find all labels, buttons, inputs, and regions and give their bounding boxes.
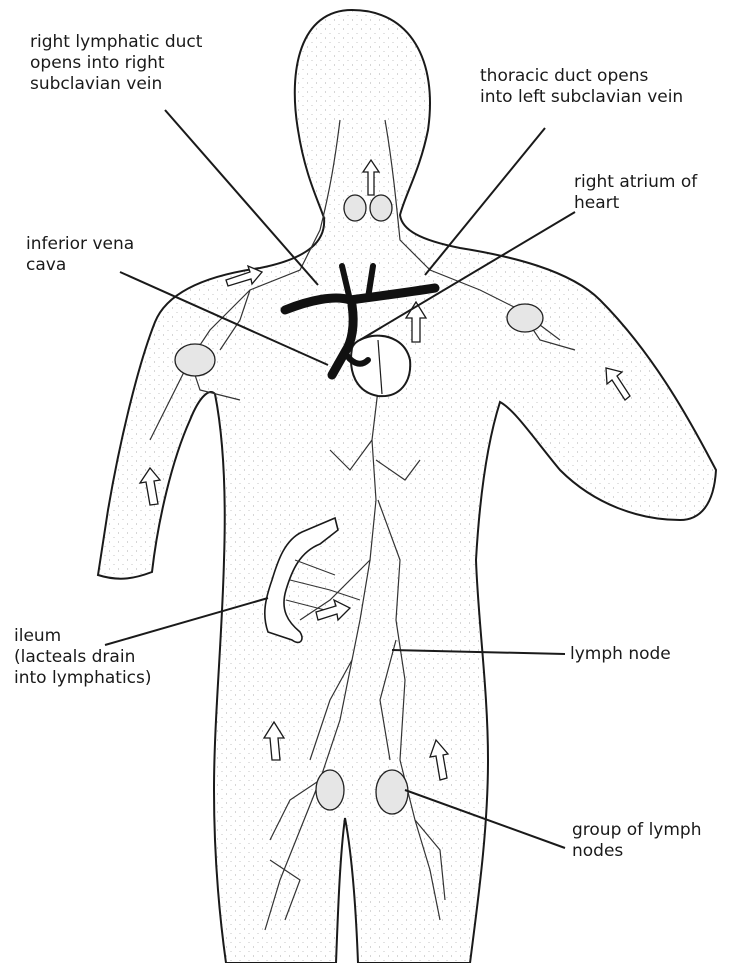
label-group-of-lymph-nodes: group of lymph nodes (572, 820, 701, 862)
groin-node-left (376, 770, 408, 814)
label-line: group of lymph (572, 820, 701, 841)
label-ileum: ileum (lacteals drain into lymphatics) (14, 626, 152, 689)
armpit-node-left (507, 304, 543, 332)
label-line: right lymphatic duct (30, 32, 202, 53)
label-line: thoracic duct opens (480, 66, 683, 87)
label-line: heart (574, 193, 697, 214)
neck-node-left (344, 195, 366, 221)
label-inferior-vena-cava: inferior vena cava (26, 234, 134, 276)
label-line: inferior vena (26, 234, 134, 255)
label-line: cava (26, 255, 134, 276)
label-line: nodes (572, 841, 701, 862)
groin-node-right (316, 770, 344, 810)
label-line: right atrium of (574, 172, 697, 193)
armpit-node-right (175, 344, 215, 376)
label-line: into lymphatics) (14, 668, 152, 689)
label-lymph-node: lymph node (570, 644, 671, 665)
label-line: subclavian vein (30, 74, 202, 95)
label-line: opens into right (30, 53, 202, 74)
neck-node-right (370, 195, 392, 221)
label-line: into left subclavian vein (480, 87, 683, 108)
label-line: ileum (14, 626, 152, 647)
leader-right-lymphatic-duct (165, 110, 318, 285)
label-thoracic-duct: thoracic duct opens into left subclavian… (480, 66, 683, 108)
label-right-atrium: right atrium of heart (574, 172, 697, 214)
label-line: lymph node (570, 644, 671, 665)
label-line: (lacteals drain (14, 647, 152, 668)
label-right-lymphatic-duct: right lymphatic duct opens into right su… (30, 32, 202, 95)
